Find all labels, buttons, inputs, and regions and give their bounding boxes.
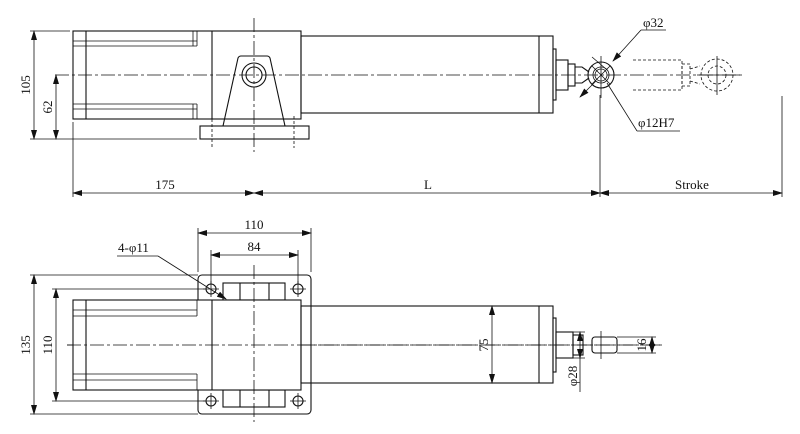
extended-rod-ghost bbox=[633, 56, 742, 95]
dim-84: 84 bbox=[248, 239, 262, 254]
dim-175: 175 bbox=[155, 177, 175, 192]
dim-16: 16 bbox=[634, 338, 649, 352]
motor-housing-top bbox=[67, 265, 302, 422]
dim-110-height: 110 bbox=[40, 335, 55, 354]
dim-L: L bbox=[424, 177, 432, 192]
dim-110-width: 110 bbox=[244, 217, 263, 232]
callout-phi32: φ32 bbox=[643, 15, 664, 30]
callout-phi12h7: φ12H7 bbox=[638, 115, 675, 130]
mounting-holes bbox=[203, 281, 306, 409]
dim-75: 75 bbox=[476, 339, 491, 352]
cylinder-tube-top bbox=[300, 305, 662, 384]
rod-eye bbox=[587, 56, 615, 98]
cylinder-tube bbox=[300, 35, 590, 114]
dim-stroke: Stroke bbox=[675, 177, 709, 192]
dimensions-top: 110 84 4-φ11 135 110 75 φ28 16 bbox=[18, 217, 656, 415]
top-view: 110 84 4-φ11 135 110 75 φ28 16 bbox=[18, 217, 662, 422]
dim-135: 135 bbox=[18, 335, 33, 355]
callout-4-phi11: 4-φ11 bbox=[118, 240, 149, 255]
trunnion-bracket bbox=[199, 18, 310, 152]
dim-phi28: φ28 bbox=[565, 366, 580, 387]
side-view: 105 62 175 L Stroke φ32 φ12H7 bbox=[18, 15, 783, 197]
dimensions-side: 105 62 175 L Stroke φ32 φ12H7 bbox=[18, 15, 783, 197]
dim-62: 62 bbox=[40, 101, 55, 114]
dim-105: 105 bbox=[18, 75, 33, 95]
